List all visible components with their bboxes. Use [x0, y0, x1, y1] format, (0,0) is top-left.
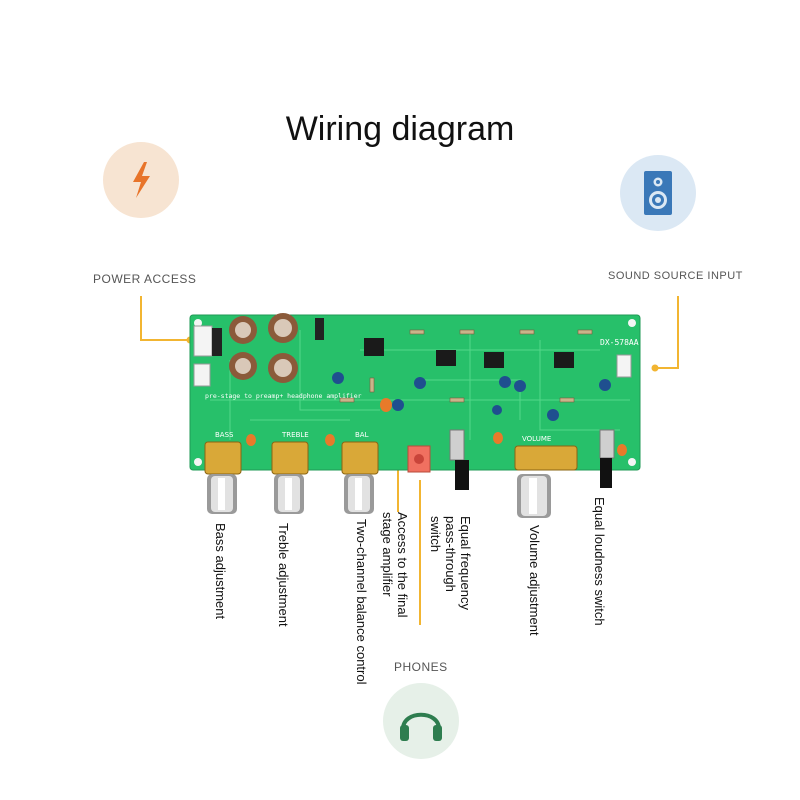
knob-label-bal: BAL — [355, 431, 369, 439]
power-access-badge — [103, 142, 179, 218]
sound-source-badge — [620, 155, 696, 231]
sound-source-label: SOUND SOURCE INPUT — [608, 270, 743, 282]
board-silkscreen-text: pre-stage to preamp+ headphone amplifier — [205, 392, 362, 400]
page-title: Wiring diagram — [285, 110, 515, 148]
control-label-bass: Bass adjustment — [213, 523, 228, 620]
control-label-pass-through: Equal frequency pass-through switch — [428, 516, 473, 610]
capacitors — [229, 313, 611, 421]
power-access-label: POWER ACCESS — [93, 272, 197, 286]
speaker-icon — [644, 171, 672, 215]
phones-label: PHONES — [394, 660, 448, 674]
control-label-balance: Two-channel balance control — [354, 519, 369, 685]
control-label-loudness: Equal loudness switch — [592, 497, 607, 626]
pcb-board: DX-578AA pre-stage to preamp+ headphone … — [189, 313, 641, 471]
connector-lines — [140, 296, 679, 625]
knob-label-volume: VOLUME — [522, 435, 551, 443]
switches — [449, 429, 615, 490]
knob-shafts — [207, 474, 551, 518]
control-label-treble: Treble adjustment — [276, 523, 291, 627]
control-label-volume: Volume adjustment — [527, 525, 542, 636]
phones-badge — [383, 683, 459, 759]
ic-chips — [364, 338, 574, 368]
output-jack — [407, 445, 431, 473]
lightning-icon — [133, 162, 150, 198]
board-model-text: DX-578AA — [600, 338, 639, 347]
control-label-final-stage: Access to the final stage amplifier — [380, 512, 410, 618]
knob-label-bass: BASS — [215, 431, 234, 439]
headphones-icon — [400, 712, 442, 741]
potentiometers — [204, 441, 578, 475]
knob-label-treble: TREBLE — [281, 431, 309, 439]
